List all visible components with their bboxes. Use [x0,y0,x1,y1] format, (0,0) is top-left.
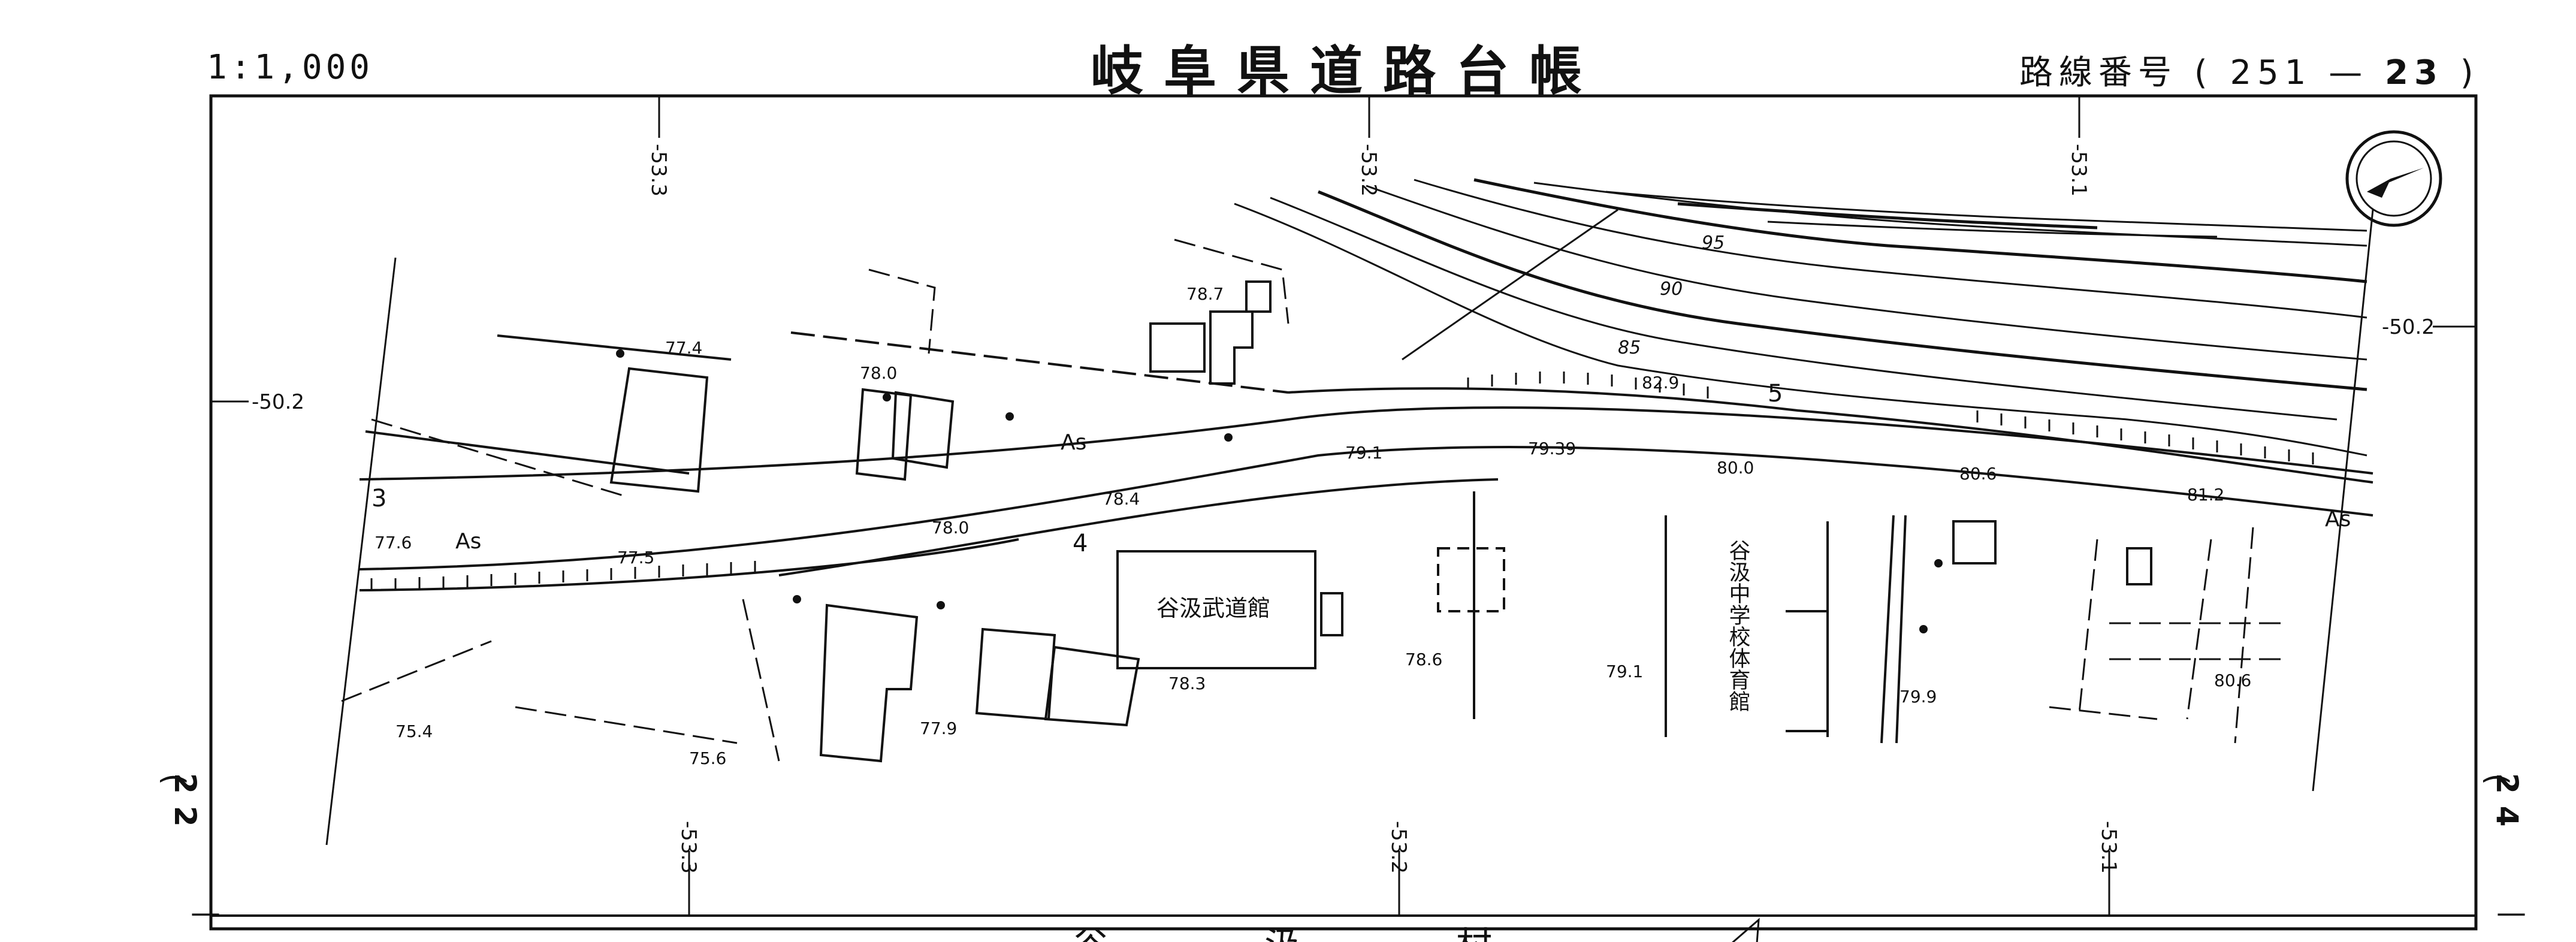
grid-label-right: -50.2 [2382,315,2435,339]
elevation-79-39: 79.39 [1528,439,1576,458]
elevation-79-9: 79.9 [1899,687,1937,707]
pavement-mark-as-3: As [2325,507,2351,532]
survey-points [616,349,1943,633]
grid-label-left: -50.2 [252,390,304,414]
grid-label-top-3: -53.1 [2067,144,2091,197]
contour-label-90: 90 [1660,279,1683,300]
budokan-label: 谷汲武道館 [1156,595,1270,621]
adjacent-sheet-left: 22 [168,773,203,839]
grid-label-bottom-3: -53.1 [2097,821,2121,874]
map-scale: 1:1,000 [207,48,374,87]
pavement-mark-as-1: As [455,529,481,554]
pavement-mark-as-2: As [1061,430,1086,455]
bottom-text-2: 汲 [1264,925,1300,942]
left-paren: ) [155,773,190,785]
grid-ticks [211,96,2476,916]
contour-label-95: 95 [1702,233,1725,253]
elevation-78-6: 78.6 [1405,650,1442,669]
road-section-3: 3 [372,485,386,512]
survey-boundary-left [325,257,397,846]
elevation-78-3: 78.3 [1168,674,1206,693]
edge-hatching [370,372,2314,590]
map-frame [209,94,2478,931]
bottom-text-3: 村 [1456,925,1492,942]
buildings [609,280,2152,763]
elevation-78-0-b: 78.0 [932,518,969,538]
elevation-79-1-b: 79.1 [1606,662,1643,681]
elevation-77-9: 77.9 [920,718,957,738]
bottom-text-1: 谷 [1073,925,1109,942]
adjacent-sheet-right-number: 24 [2490,773,2524,839]
route-number: 路線番号 ( 251 — 23 ) [2019,46,2480,94]
map-title: 岐阜県道路台帳 [1091,40,1603,102]
elevation-80-0: 80.0 [1717,458,1754,478]
road-edges [359,331,2373,744]
elevation-75-4: 75.4 [395,721,433,741]
grid-label-bottom-2: -53.2 [1387,821,1411,874]
survey-boundary-right [2312,209,2374,792]
gym-label: 谷汲中学校体育館 [1726,539,1751,712]
adjacent-sheet-left-number: 22 [168,773,203,839]
route-id: 251 [2230,53,2312,92]
elevation-77-5: 77.5 [617,548,654,567]
north-arrow-icon [2345,130,2442,227]
sheet-header: 1:1,000 岐阜県道路台帳 路線番号 ( 251 — 23 ) [0,0,2576,102]
route-close-paren: ) [2460,53,2480,92]
route-label: 路線番号 [2019,53,2178,92]
road-section-5: 5 [1768,380,1783,407]
right-paren: ) [2478,773,2513,785]
left-bar: — [191,895,221,930]
elevation-79-1-a: 79.1 [1345,443,1382,463]
grid-label-top-2: -53.2 [1357,144,1381,197]
slope-line [1402,209,1618,361]
property-lines [341,238,2289,762]
grid-label-bottom-1: -53.3 [677,821,700,874]
elevation-75-6: 75.6 [689,748,726,768]
grid-label-top-1: -53.3 [647,144,671,197]
elevation-78-4: 78.4 [1103,489,1140,509]
route-sheet: 23 [2385,53,2444,92]
road-section-4: 4 [1073,530,1088,557]
elevation-77-6: 77.6 [375,533,412,552]
contour-lines [1234,178,2367,457]
right-bar: — [2496,895,2526,930]
adjacent-sheet-right: 24 [2490,773,2524,839]
elevation-82-9: 82.9 [1642,373,1679,393]
elevation-80-6-a: 80.6 [1959,464,1997,484]
elevation-80-6-b: 80.6 [2214,671,2251,690]
elevation-78-7: 78.7 [1186,284,1224,304]
route-dash: — [2329,53,2369,92]
budokan-building [1116,550,1316,669]
elevation-81-2: 81.2 [2187,485,2224,505]
elevation-78-0-a: 78.0 [860,363,897,383]
elevation-77-4: 77.4 [665,338,702,358]
bottom-boundary-mark [1732,917,1760,942]
route-open-paren: ( [2194,53,2213,92]
contour-label-85: 85 [1618,337,1641,358]
